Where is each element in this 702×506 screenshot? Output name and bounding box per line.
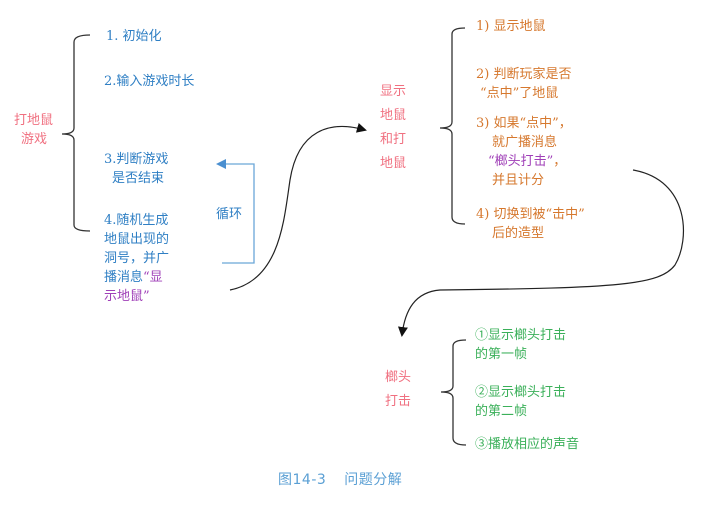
- figure-title: 问题分解: [344, 472, 403, 488]
- step-3: 3.判断游戏 是否结束: [104, 150, 168, 188]
- show-and-hit-label-line-4: 地鼠: [379, 156, 406, 171]
- step-3-line-1: 3.判断游戏: [104, 152, 169, 167]
- show-hit-item-3-line-4: 并且计分: [492, 173, 545, 188]
- hammer-item-1: ①显示榔头打击 的第一帧: [475, 326, 566, 364]
- hammer-label-line-1: 榔头: [384, 370, 411, 385]
- show-hit-item-3: 3) 如果“点中”， 就广播消息 “榔头打击”， 并且计分: [476, 114, 572, 190]
- show-hit-item-1-text: 1) 显示地鼠: [476, 19, 546, 34]
- root-label-line-2: 游戏: [21, 132, 48, 147]
- show-hit-item-3-line-2: 就广播消息: [492, 135, 558, 150]
- root-label-line-1: 打地鼠: [14, 113, 54, 128]
- show-and-hit-label: 显示 地鼠 和打 地鼠: [378, 80, 408, 176]
- step-4-line-2: 地鼠出现的: [104, 232, 170, 247]
- show-hit-brace: [439, 27, 466, 225]
- broadcast-message-show-part-2: 示地鼠”: [104, 289, 150, 304]
- connector-curve-to-show: [229, 122, 367, 291]
- connector-curve-to-hammer: [397, 169, 684, 337]
- show-and-hit-label-line-3: 和打: [379, 132, 406, 147]
- show-hit-item-4-line-1: 4) 切换到被“击中”: [476, 207, 585, 222]
- show-hit-item-4-line-2: 后的造型: [492, 226, 545, 241]
- step-4: 4.随机生成 地鼠出现的 洞号，并广 播消息“显 示地鼠”: [104, 211, 169, 306]
- hammer-label: 榔头 打击: [383, 366, 413, 414]
- hammer-item-2-line-2: 的第二帧: [475, 404, 528, 419]
- show-hit-item-3-line-1: 3) 如果“点中”，: [476, 116, 572, 131]
- hammer-item-2-line-1: ②显示榔头打击: [475, 385, 567, 400]
- root-label: 打地鼠 游戏: [14, 111, 53, 149]
- figure-caption: 图14-3 问题分解: [278, 469, 402, 489]
- step-4-line-4: 播消息“显: [104, 268, 169, 287]
- show-hit-item-2-line-1: 2) 判断玩家是否: [476, 67, 572, 82]
- loop-label: 循环: [216, 207, 243, 222]
- step-1-text: 1. 初始化: [106, 29, 162, 44]
- show-and-hit-label-line-2: 地鼠: [379, 108, 406, 123]
- hammer-label-line-2: 打击: [384, 394, 411, 409]
- show-hit-item-3-line-3: “榔头打击”，: [476, 152, 572, 171]
- hammer-brace: [440, 339, 467, 446]
- show-hit-item-3-comma: ，: [553, 154, 567, 169]
- step-2-text: 2.输入游戏时长: [104, 74, 195, 89]
- broadcast-message-show-part-1: “显: [143, 270, 163, 285]
- step-3-line-2: 是否结束: [112, 171, 165, 186]
- show-hit-item-2: 2) 判断玩家是否 “点中”了地鼠: [476, 65, 571, 103]
- show-hit-item-2-line-2: “点中”了地鼠: [480, 86, 559, 101]
- hammer-item-2: ②显示榔头打击 的第二帧: [475, 383, 566, 421]
- main-brace: [61, 34, 91, 232]
- hammer-item-1-line-2: 的第一帧: [475, 347, 528, 362]
- broadcast-message-hammer: “榔头打击”: [488, 154, 554, 169]
- step-4-line-3: 洞号，并广: [104, 251, 170, 266]
- figure-number: 图14-3: [278, 472, 327, 488]
- step-2: 2.输入游戏时长: [104, 72, 194, 91]
- hammer-item-1-line-1: ①显示榔头打击: [475, 328, 567, 343]
- show-hit-item-1: 1) 显示地鼠: [476, 17, 545, 36]
- step-4-line-1: 4.随机生成: [104, 213, 169, 228]
- step-4-line-4-prefix: 播消息: [104, 270, 144, 285]
- step-1: 1. 初始化: [106, 27, 162, 46]
- show-hit-item-4: 4) 切换到被“击中” 后的造型: [476, 205, 585, 243]
- hammer-item-3-text: ③播放相应的声音: [475, 437, 580, 452]
- hammer-item-3: ③播放相应的声音: [475, 435, 579, 454]
- loop-arrow-line: [216, 159, 255, 264]
- show-and-hit-label-line-1: 显示: [379, 84, 406, 99]
